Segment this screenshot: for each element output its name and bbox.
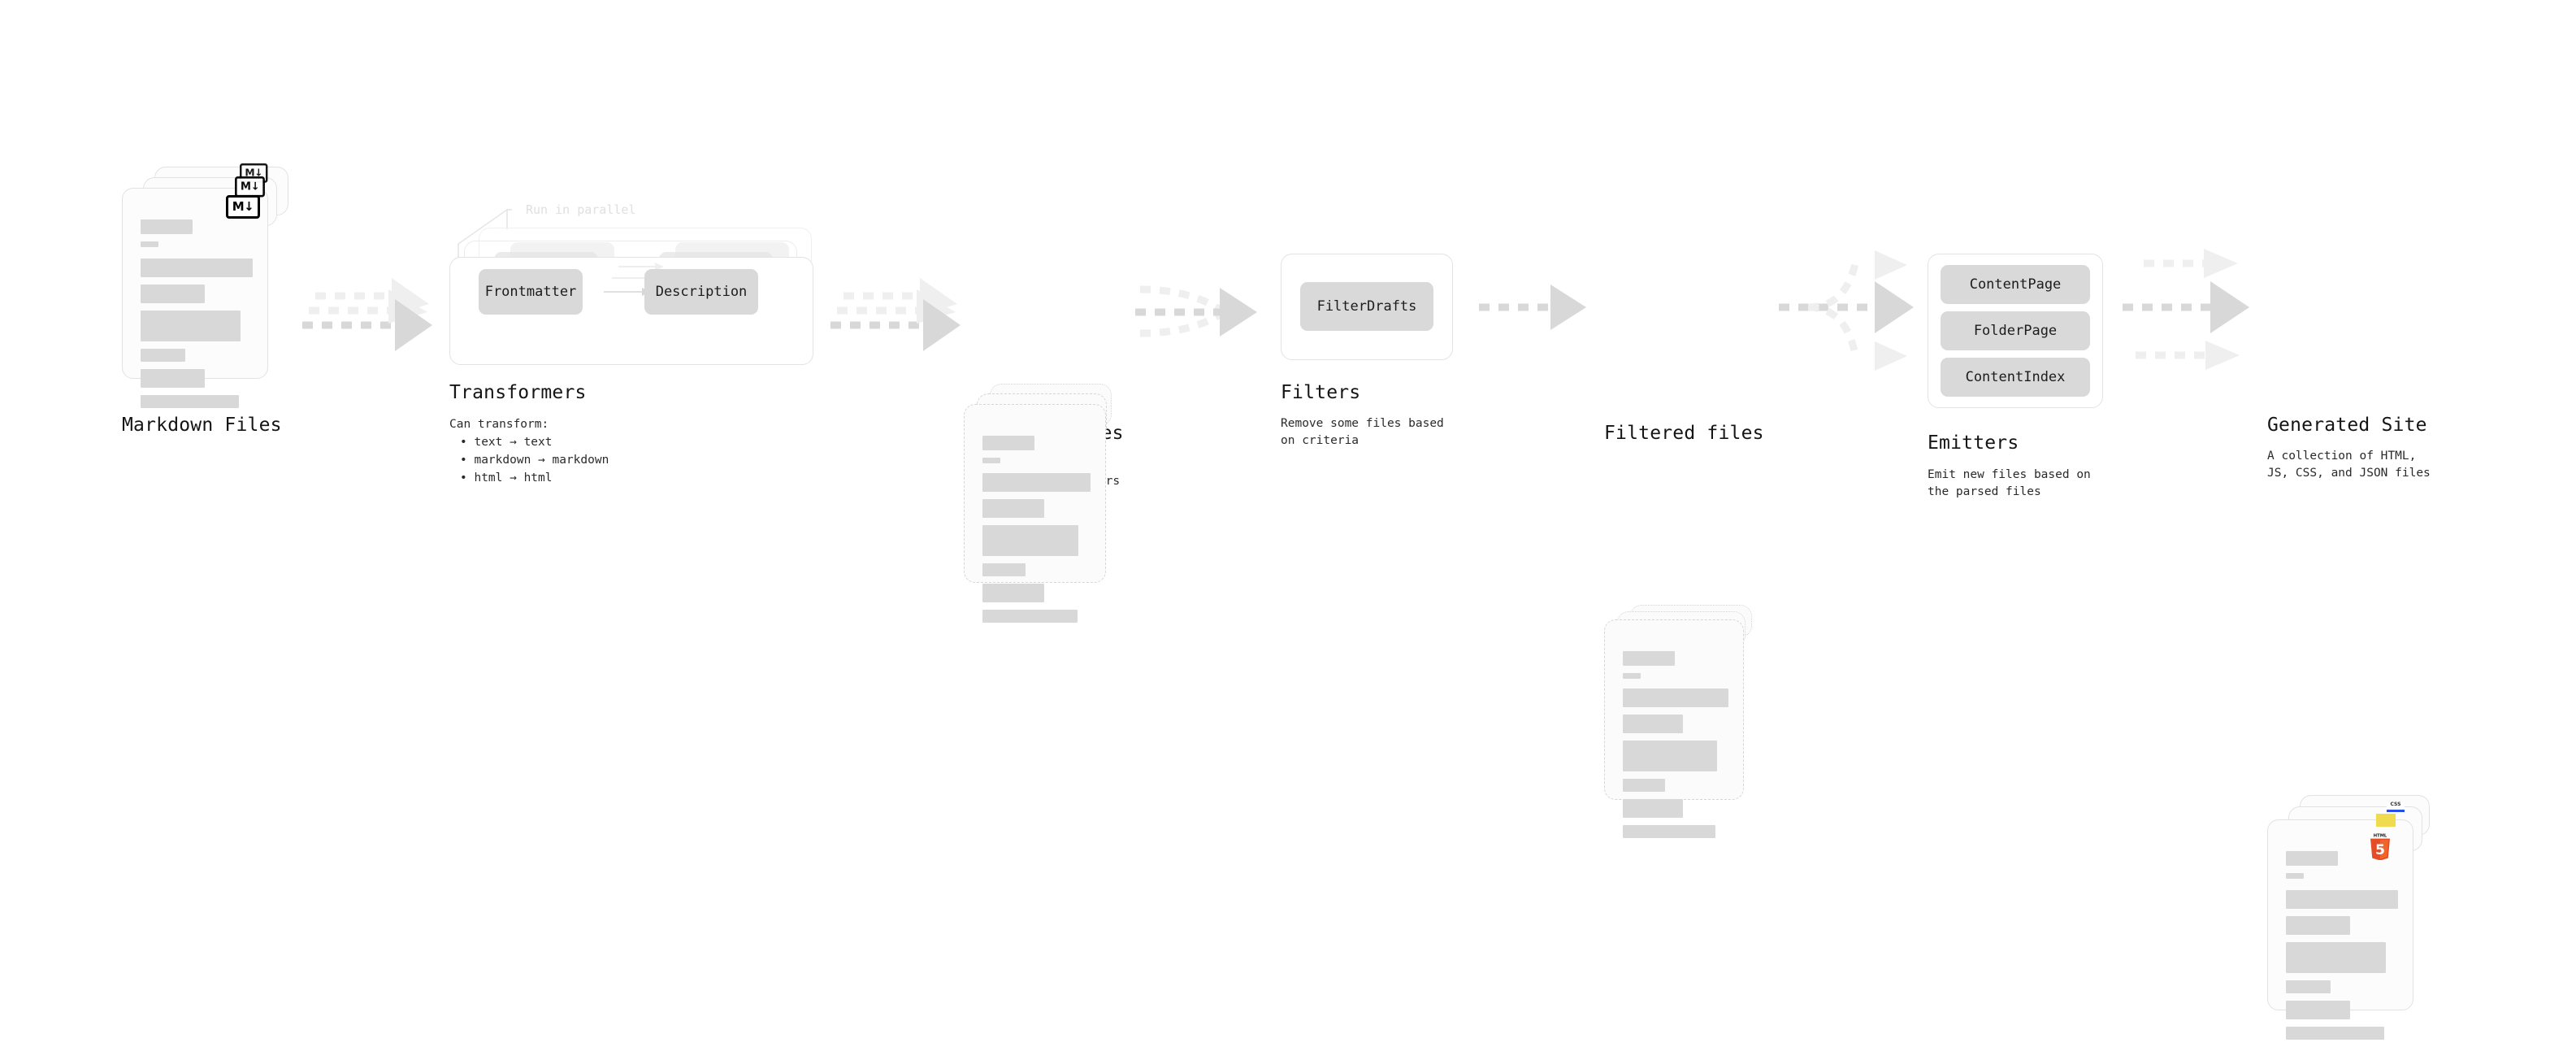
caption-generated-site-sub: A collection of HTML, JS, CSS, and JSON … xyxy=(2267,450,2431,480)
stage-modified-files xyxy=(964,384,1143,623)
connector-markdown-to-transformers xyxy=(302,278,432,351)
stage-generated-site: CSS HTML 5 xyxy=(2267,795,2446,1040)
doc-card-front xyxy=(964,404,1106,623)
stage-filtered-files xyxy=(1604,605,1783,838)
doc-card-front xyxy=(122,188,268,408)
filter-node-filterdrafts[interactable]: FilterDrafts xyxy=(1300,282,1433,331)
caption-transformers-sub: Can transform: xyxy=(449,418,549,431)
html5-icon: HTML 5 xyxy=(2370,833,2390,861)
caption-generated-site: Generated Site xyxy=(2267,415,2427,436)
doc-content-lines xyxy=(1623,651,1728,845)
caption-filtered-files: Filtered files xyxy=(1604,423,1764,444)
stage-filters: FilterDrafts xyxy=(1281,254,1468,367)
diagram-canvas: M↓ M↓ M↓ Markdown Files Run in parallel … xyxy=(122,163,2431,1040)
emitter-node-contentindex[interactable]: ContentIndex xyxy=(1941,358,2090,397)
transformer-node-description[interactable]: Description xyxy=(644,269,758,315)
transform-list-item-1: • markdown → markdown xyxy=(460,454,609,467)
svg-text:5: 5 xyxy=(2375,842,2385,858)
caption-filters-sub: Remove some files based on criteria xyxy=(1281,417,1444,447)
markdown-badge: M↓ xyxy=(226,195,260,219)
transform-list-item-0: • text → text xyxy=(460,436,553,449)
stage-emitters: ContentPage FolderPage ContentIndex xyxy=(1928,254,2114,457)
transformer-node-frontmatter[interactable]: Frontmatter xyxy=(479,269,583,315)
markdown-badge-back-1: M↓ xyxy=(235,176,265,198)
emitter-node-contentpage[interactable]: ContentPage xyxy=(1941,265,2090,304)
run-in-parallel-bracket xyxy=(458,208,512,265)
run-in-parallel-label: Run in parallel xyxy=(526,202,636,217)
connector-transformers-to-modified xyxy=(830,278,961,351)
svg-text:HTML: HTML xyxy=(2374,833,2387,838)
connector-emitters-to-site xyxy=(2123,249,2249,370)
caption-filters: Filters xyxy=(1281,382,1361,403)
doc-card-front xyxy=(1604,619,1744,838)
emitter-node-folderpage[interactable]: FolderPage xyxy=(1941,311,2090,350)
stage-transformers: Frontmatter Description xyxy=(449,228,831,390)
transform-list-item-2: • html → html xyxy=(460,471,553,484)
html5-badge: HTML 5 xyxy=(2368,832,2392,861)
doc-content-lines xyxy=(982,436,1091,630)
connector-filtered-to-emitters xyxy=(1779,250,1914,371)
css-badge: CSS xyxy=(2387,802,2405,812)
js-badge xyxy=(2376,814,2396,827)
doc-content-lines xyxy=(2286,851,2398,1047)
caption-transformers: Transformers xyxy=(449,382,587,403)
caption-emitters-sub: Emit new files based on the parsed files xyxy=(1928,468,2091,498)
caption-markdown-files: Markdown Files xyxy=(122,415,282,436)
connector-filters-to-filtered xyxy=(1479,285,1586,330)
doc-content-lines xyxy=(141,219,253,415)
caption-emitters: Emitters xyxy=(1928,432,2019,454)
stage-markdown-files: M↓ M↓ M↓ xyxy=(122,163,301,408)
connector-modified-to-filters xyxy=(1135,285,1257,337)
